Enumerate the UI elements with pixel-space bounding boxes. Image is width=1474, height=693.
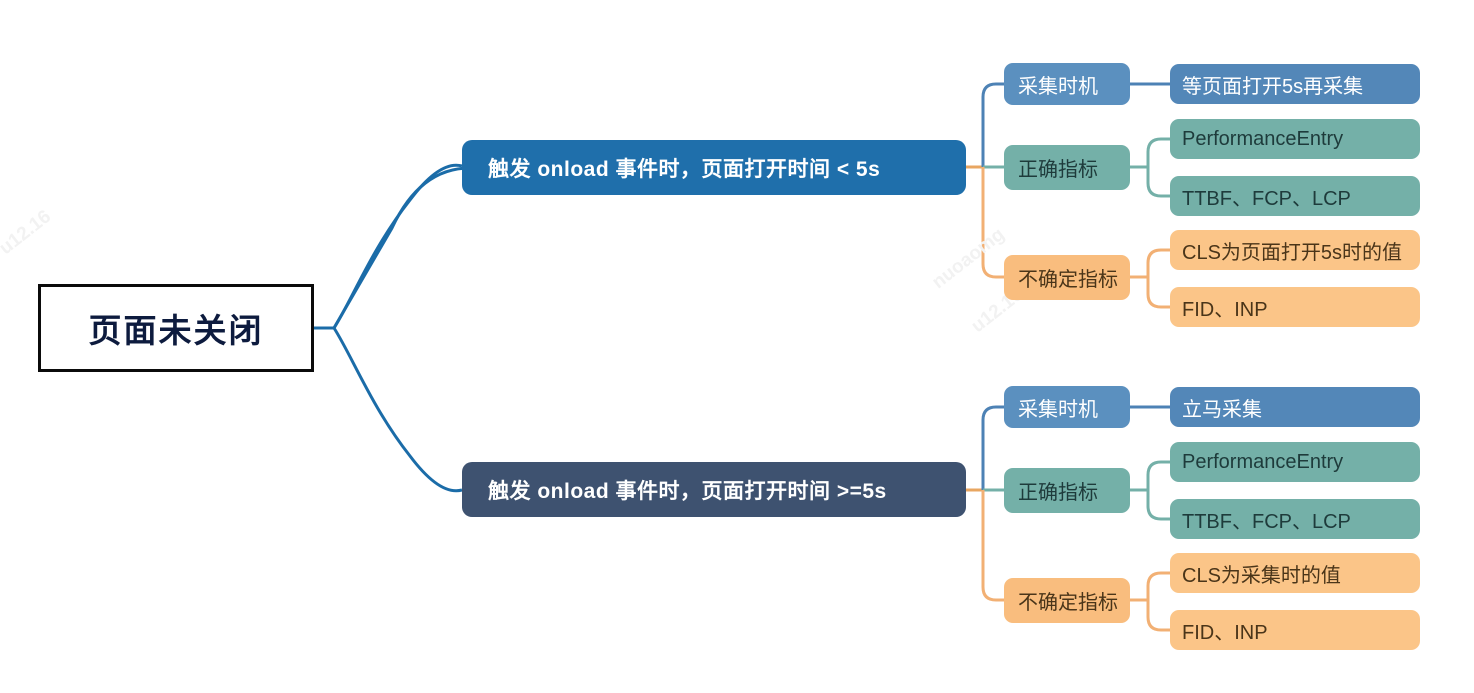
branch-node-onload-lt-5s[interactable]: 触发 onload 事件时，页面打开时间 < 5s [462,140,966,195]
category-node-collection-timing-a[interactable]: 采集时机 [1004,63,1130,105]
category-node-collection-timing-b[interactable]: 采集时机 [1004,386,1130,428]
category-node-uncertain-metrics-b[interactable]: 不确定指标 [1004,578,1130,623]
watermark: nuoaomg [928,224,1009,294]
leaf-node-b-uncertain-1[interactable]: CLS为采集时的值 [1170,553,1420,593]
leaf-node-b-timing-1[interactable]: 立马采集 [1170,387,1420,427]
leaf-node-b-uncertain-2[interactable]: FID、INP [1170,610,1420,650]
leaf-node-a-correct-2[interactable]: TTBF、FCP、LCP [1170,176,1420,216]
leaf-node-a-uncertain-1[interactable]: CLS为页面打开5s时的值 [1170,230,1420,270]
leaf-node-b-correct-2[interactable]: TTBF、FCP、LCP [1170,499,1420,539]
leaf-node-a-correct-1[interactable]: PerformanceEntry [1170,119,1420,159]
category-node-uncertain-metrics-a[interactable]: 不确定指标 [1004,255,1130,300]
branch-node-onload-gte-5s[interactable]: 触发 onload 事件时，页面打开时间 >=5s [462,462,966,517]
root-node[interactable]: 页面未关闭 [38,284,314,372]
leaf-node-b-correct-1[interactable]: PerformanceEntry [1170,442,1420,482]
category-node-correct-metrics-b[interactable]: 正确指标 [1004,468,1130,513]
category-node-correct-metrics-a[interactable]: 正确指标 [1004,145,1130,190]
watermark: u12.16 [0,206,56,260]
leaf-node-a-timing-1[interactable]: 等页面打开5s再采集 [1170,64,1420,104]
leaf-node-a-uncertain-2[interactable]: FID、INP [1170,287,1420,327]
